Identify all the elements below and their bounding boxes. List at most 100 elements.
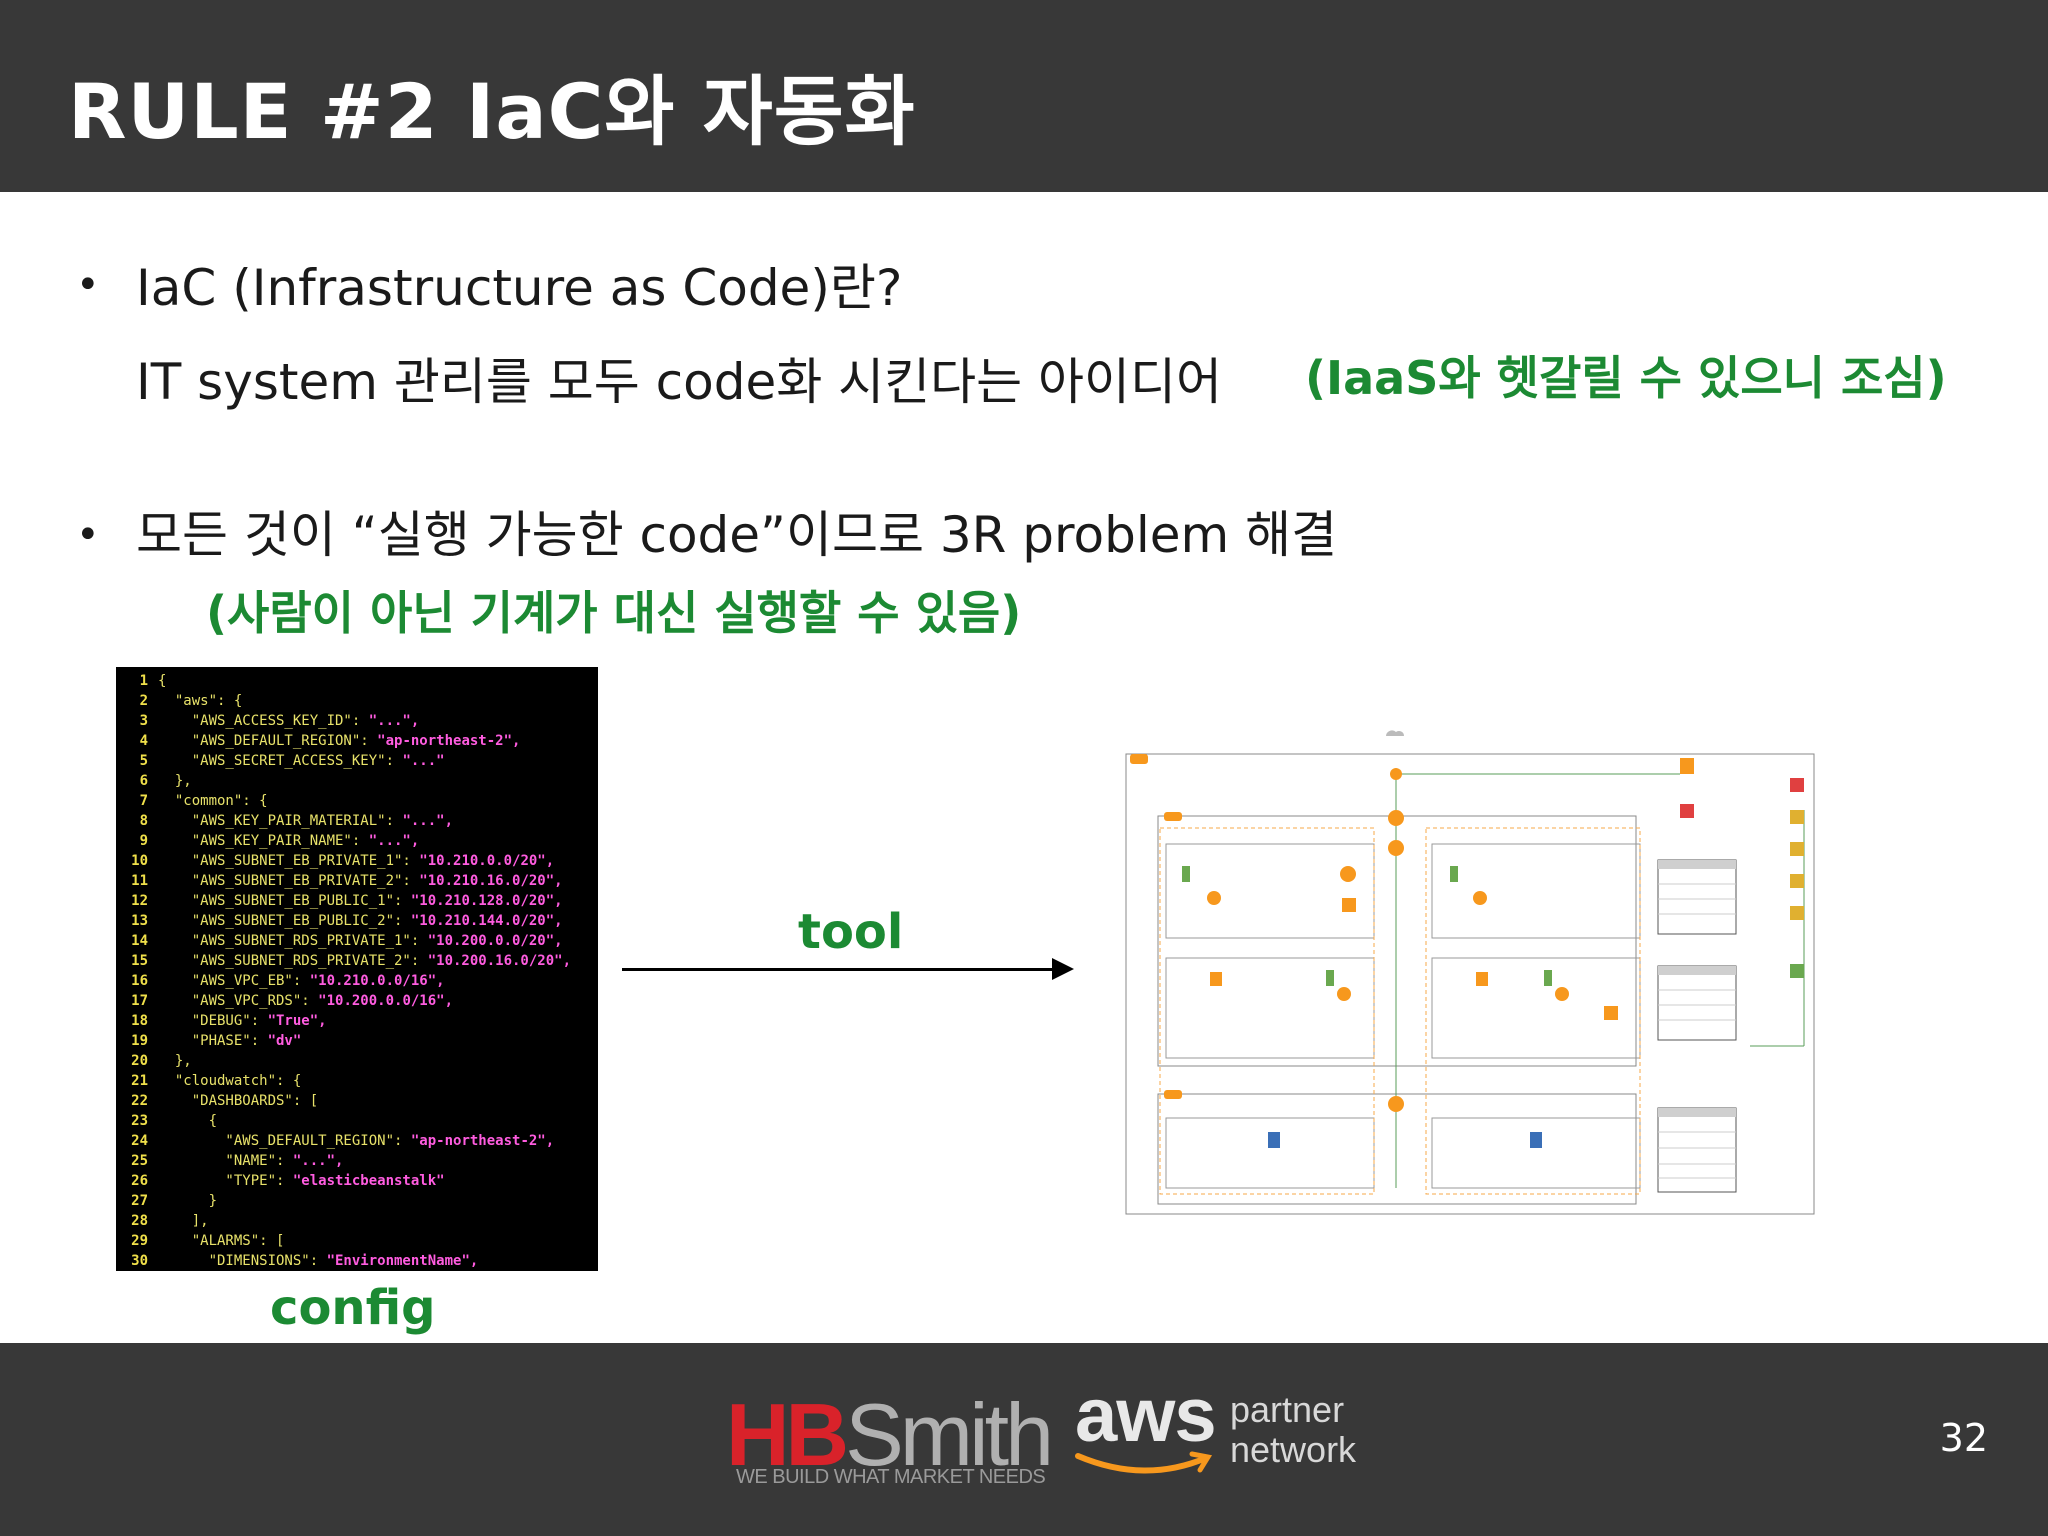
slide-footer: [0, 1343, 2048, 1536]
code-line-text: ],: [158, 1213, 209, 1229]
code-line: 8 "AWS_KEY_PAIR_MATERIAL": "...",: [116, 811, 598, 831]
aws-architecture-diagram: [1125, 730, 1815, 1215]
code-line-text: "AWS_VPC_RDS":: [158, 993, 319, 1009]
code-line-text: "DIMENSIONS":: [158, 1253, 327, 1269]
code-line-number: 22: [131, 1093, 148, 1109]
code-line-string: "...",: [368, 713, 420, 729]
code-line-number: 7: [139, 793, 148, 809]
code-line: 28 ],: [116, 1211, 598, 1231]
bullet-1-line-2: IT system 관리를 모두 code화 시킨다는 아이디어: [136, 353, 1222, 411]
code-line-number: 19: [131, 1033, 148, 1049]
code-line-text: "AWS_DEFAULT_REGION":: [158, 1133, 411, 1149]
code-line-string: "ap-northeast-2",: [410, 1133, 555, 1149]
code-line-string: "dv": [267, 1033, 302, 1049]
code-line-text: "aws": {: [158, 693, 243, 709]
code-line: 6 },: [116, 771, 598, 791]
code-line-text: "AWS_KEY_PAIR_MATERIAL":: [158, 813, 403, 829]
code-line-string: "...",: [292, 1153, 344, 1169]
code-line-string: "10.200.0.0/20",: [427, 933, 563, 949]
code-line-number: 24: [131, 1133, 148, 1149]
arrow-line: [622, 968, 1062, 971]
bullet-dot-1: •: [76, 262, 100, 308]
arrow-head: [1052, 958, 1074, 980]
code-line: 20 },: [116, 1051, 598, 1071]
code-line-number: 15: [131, 953, 148, 969]
code-line-string: "elasticbeanstalk": [292, 1173, 445, 1189]
code-line: 21 "cloudwatch": {: [116, 1071, 598, 1091]
config-code-panel: 1{ 2 "aws": { 3 "AWS_ACCESS_KEY_ID": "..."…: [116, 667, 598, 1271]
code-line-string: "10.210.0.0/20",: [419, 853, 555, 869]
code-line: 23 {: [116, 1111, 598, 1131]
code-line-text: }: [158, 1193, 218, 1209]
code-line-string: "...",: [402, 813, 454, 829]
code-line: 1{: [116, 671, 598, 691]
code-line-text: },: [158, 773, 192, 789]
bullet-2-line-1: 모든 것이 “실행 가능한 code”이므로 3R problem 해결: [136, 506, 1338, 564]
code-line-string: "10.210.0.0/16",: [309, 973, 445, 989]
code-line: 26 "TYPE": "elasticbeanstalk": [116, 1171, 598, 1191]
code-line: 24 "AWS_DEFAULT_REGION": "ap-northeast-2…: [116, 1131, 598, 1151]
code-line-number: 14: [131, 933, 148, 949]
code-line-text: "AWS_VPC_EB":: [158, 973, 310, 989]
code-line-number: 28: [131, 1213, 148, 1229]
code-line: 5 "AWS_SECRET_ACCESS_KEY": "...": [116, 751, 598, 771]
code-line-string: "10.210.144.0/20",: [410, 913, 563, 929]
code-line-number: 26: [131, 1173, 148, 1189]
code-line-text: "TYPE":: [158, 1173, 293, 1189]
code-line-text: },: [158, 1053, 192, 1069]
code-line: 19 "PHASE": "dv": [116, 1031, 598, 1051]
code-line-text: "PHASE":: [158, 1033, 268, 1049]
slide-title: RULE #2 IaC와 자동화: [68, 67, 916, 156]
code-line-number: 10: [131, 853, 148, 869]
code-line-text: "AWS_SUBNET_RDS_PRIVATE_2":: [158, 953, 428, 969]
code-line-number: 11: [131, 873, 148, 889]
code-line-number: 9: [139, 833, 148, 849]
code-line: 15 "AWS_SUBNET_RDS_PRIVATE_2": "10.200.1…: [116, 951, 598, 971]
code-line-string: "EnvironmentName",: [326, 1253, 479, 1269]
code-line: 3 "AWS_ACCESS_KEY_ID": "...",: [116, 711, 598, 731]
slide-header: RULE #2 IaC와 자동화: [0, 0, 2048, 192]
tool-label: tool: [798, 904, 904, 960]
code-line-number: 4: [139, 733, 148, 749]
code-line: 17 "AWS_VPC_RDS": "10.200.0.0/16",: [116, 991, 598, 1011]
code-line-text: "AWS_SUBNET_RDS_PRIVATE_1":: [158, 933, 428, 949]
code-line: 11 "AWS_SUBNET_EB_PRIVATE_2": "10.210.16…: [116, 871, 598, 891]
code-line: 27 }: [116, 1191, 598, 1211]
aws-smile-icon: [1075, 1451, 1213, 1474]
code-line-text: "AWS_KEY_PAIR_NAME":: [158, 833, 369, 849]
code-line-text: "NAME":: [158, 1153, 293, 1169]
code-line-number: 30: [131, 1253, 148, 1269]
code-line-text: "AWS_SUBNET_EB_PRIVATE_1":: [158, 853, 420, 869]
code-line: 7 "common": {: [116, 791, 598, 811]
code-line-string: "10.200.16.0/20",: [427, 953, 572, 969]
code-line-text: "AWS_ACCESS_KEY_ID":: [158, 713, 369, 729]
code-line-string: "10.210.128.0/20",: [410, 893, 563, 909]
code-line: 12 "AWS_SUBNET_EB_PUBLIC_1": "10.210.128…: [116, 891, 598, 911]
code-line-number: 17: [131, 993, 148, 1009]
code-line-text: "AWS_SUBNET_EB_PUBLIC_2":: [158, 913, 411, 929]
code-line-string: "10.210.16.0/20",: [419, 873, 563, 889]
page-number: 32: [1939, 1416, 1988, 1460]
code-line-number: 20: [131, 1053, 148, 1069]
code-line-text: "DASHBOARDS": [: [158, 1093, 319, 1109]
code-line-text: "AWS_SUBNET_EB_PRIVATE_2":: [158, 873, 420, 889]
bullet-1-note: (IaaS와 헷갈릴 수 있으니 조심): [1305, 351, 1947, 405]
code-line-text: "cloudwatch": {: [158, 1073, 302, 1089]
code-line-string: "...",: [368, 833, 420, 849]
hbsmith-tagline: WE BUILD WHAT MARKET NEEDS: [736, 1466, 1046, 1488]
code-line: 4 "AWS_DEFAULT_REGION": "ap-northeast-2"…: [116, 731, 598, 751]
hbsmith-logo: HBSmith: [726, 1385, 1054, 1484]
code-line: 22 "DASHBOARDS": [: [116, 1091, 598, 1111]
code-line-text: "AWS_SECRET_ACCESS_KEY":: [158, 753, 403, 769]
code-line-string: "...": [402, 753, 445, 769]
code-line: 30 "DIMENSIONS": "EnvironmentName",: [116, 1251, 598, 1271]
code-line-number: 2: [139, 693, 148, 709]
config-label: config: [270, 1280, 436, 1336]
code-line-text: "ALARMS": [: [158, 1233, 285, 1249]
code-line: 25 "NAME": "...",: [116, 1151, 598, 1171]
code-line-number: 5: [139, 753, 148, 769]
code-line-text: "AWS_DEFAULT_REGION":: [158, 733, 378, 749]
aws-partner-network-text: partner network: [1230, 1389, 1357, 1470]
code-line: 9 "AWS_KEY_PAIR_NAME": "...",: [116, 831, 598, 851]
code-line-number: 3: [139, 713, 148, 729]
